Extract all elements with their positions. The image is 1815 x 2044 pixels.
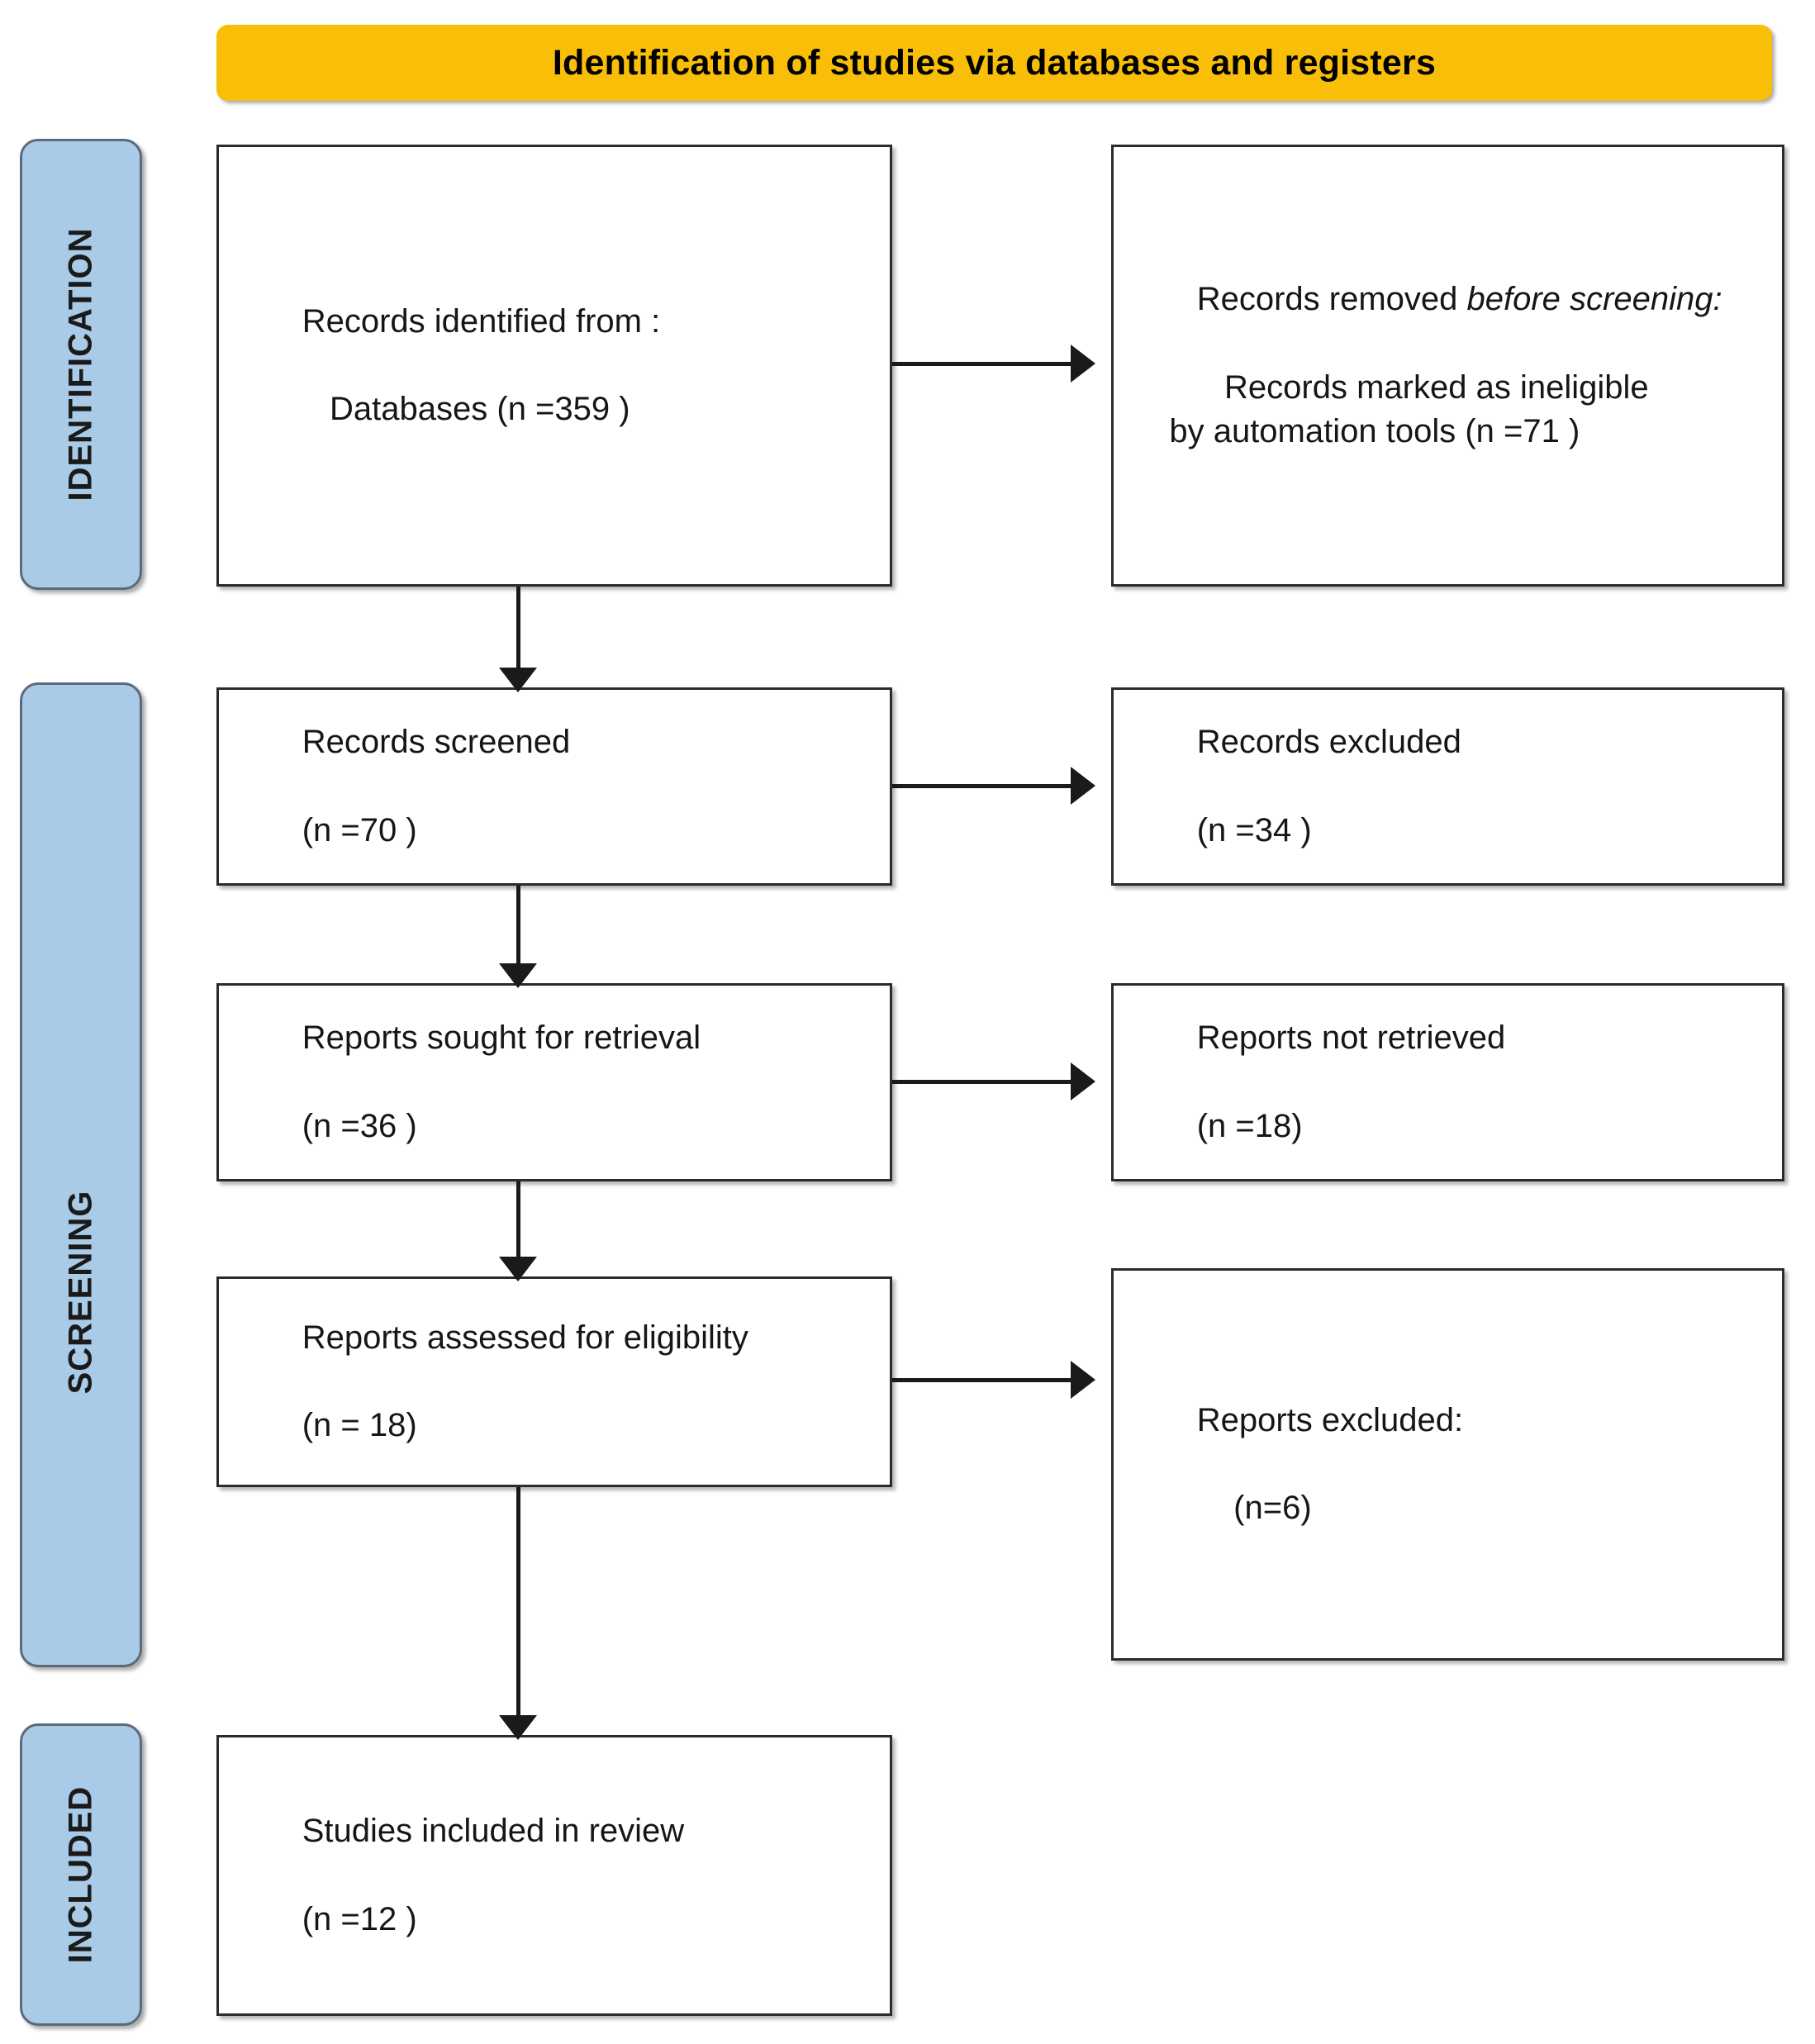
node-studies-included-line2: (n =12 ) xyxy=(302,1900,417,1937)
node-records-removed-colon: : xyxy=(1713,281,1722,318)
phase-label-identification: IDENTIFICATION xyxy=(20,139,142,590)
node-reports-assessed-line2: (n = 18) xyxy=(302,1407,417,1444)
node-records-identified-line1: Records identified from : xyxy=(302,302,661,340)
arrowhead-down-icon xyxy=(499,668,537,692)
node-records-screened: Records screened (n =70 ) xyxy=(216,687,892,886)
node-reports-assessed-text: Reports assessed for eligibility (n = 18… xyxy=(247,1272,748,1492)
node-reports-not-retrieved-text: Reports not retrieved (n =18) xyxy=(1142,972,1506,1192)
node-reports-not-retrieved: Reports not retrieved (n =18) xyxy=(1111,983,1784,1181)
phase-label-included-text: INCLUDED xyxy=(62,1785,99,1964)
node-records-identified: Records identified from : Databases (n =… xyxy=(216,145,892,587)
node-reports-not-retrieved-line2: (n =18) xyxy=(1196,1107,1303,1144)
node-records-excluded-line2: (n =34 ) xyxy=(1196,811,1312,848)
arrowhead-down-icon xyxy=(499,1257,537,1281)
node-records-identified-text: Records identified from : Databases (n =… xyxy=(247,256,661,476)
node-reports-assessed-line1: Reports assessed for eligibility xyxy=(302,1319,748,1356)
phase-label-screening: SCREENING xyxy=(20,682,142,1667)
node-reports-excluded-text: Reports excluded: (n=6) xyxy=(1142,1355,1463,1575)
arrowhead-right-icon xyxy=(1071,1361,1095,1399)
node-reports-sought-text: Reports sought for retrieval (n =36 ) xyxy=(247,972,701,1192)
node-records-excluded-line1: Records excluded xyxy=(1196,724,1461,761)
arrowhead-down-icon xyxy=(499,1715,537,1740)
connector-screened-to-sought xyxy=(516,886,520,968)
node-reports-sought-line2: (n =36 ) xyxy=(302,1107,417,1144)
connector-identified-to-removed xyxy=(892,362,1072,366)
node-records-screened-line2: (n =70 ) xyxy=(302,811,417,848)
connector-identified-to-screened xyxy=(516,587,520,673)
node-studies-included-line1: Studies included in review xyxy=(302,1813,685,1850)
node-reports-excluded-line2: (n=6) xyxy=(1196,1490,1312,1527)
phase-label-screening-text: SCREENING xyxy=(62,1190,99,1395)
node-studies-included: Studies included in review (n =12 ) xyxy=(216,1735,892,2016)
node-records-screened-line1: Records screened xyxy=(302,724,571,761)
node-records-removed: Records removed before screening: Record… xyxy=(1111,145,1784,587)
phase-label-included: INCLUDED xyxy=(20,1723,142,2026)
arrowhead-down-icon xyxy=(499,963,537,988)
node-studies-included-text: Studies included in review (n =12 ) xyxy=(247,1766,684,1985)
phase-label-identification-text: IDENTIFICATION xyxy=(62,227,99,501)
connector-sought-to-assessed xyxy=(516,1181,520,1262)
node-reports-not-retrieved-line1: Reports not retrieved xyxy=(1196,1020,1506,1057)
connector-screened-to-excluded xyxy=(892,784,1072,788)
connector-assessed-to-reports-excluded xyxy=(892,1378,1072,1382)
arrowhead-right-icon xyxy=(1071,1062,1095,1100)
node-records-screened-text: Records screened (n =70 ) xyxy=(247,677,571,896)
node-records-excluded-text: Records excluded (n =34 ) xyxy=(1142,677,1461,896)
node-reports-sought-line1: Reports sought for retrieval xyxy=(302,1020,701,1057)
node-records-removed-detail: Records marked as ineligible by automati… xyxy=(1169,368,1649,449)
node-records-removed-lead: Records removed xyxy=(1196,281,1467,318)
node-reports-assessed: Reports assessed for eligibility (n = 18… xyxy=(216,1276,892,1487)
node-records-removed-text: Records removed before screening: Record… xyxy=(1142,234,1722,497)
node-reports-excluded: Reports excluded: (n=6) xyxy=(1111,1268,1784,1661)
arrowhead-right-icon xyxy=(1071,345,1095,383)
node-reports-sought: Reports sought for retrieval (n =36 ) xyxy=(216,983,892,1181)
node-records-removed-italic: before screening xyxy=(1466,281,1713,318)
node-reports-excluded-line1: Reports excluded: xyxy=(1196,1401,1464,1438)
connector-assessed-to-included xyxy=(516,1487,520,1720)
node-records-identified-line2: Databases (n =359 ) xyxy=(302,391,630,428)
arrowhead-right-icon xyxy=(1071,767,1095,805)
page-title: Identification of studies via databases … xyxy=(216,25,1772,101)
node-records-excluded: Records excluded (n =34 ) xyxy=(1111,687,1784,886)
connector-sought-to-not-retrieved xyxy=(892,1080,1072,1084)
